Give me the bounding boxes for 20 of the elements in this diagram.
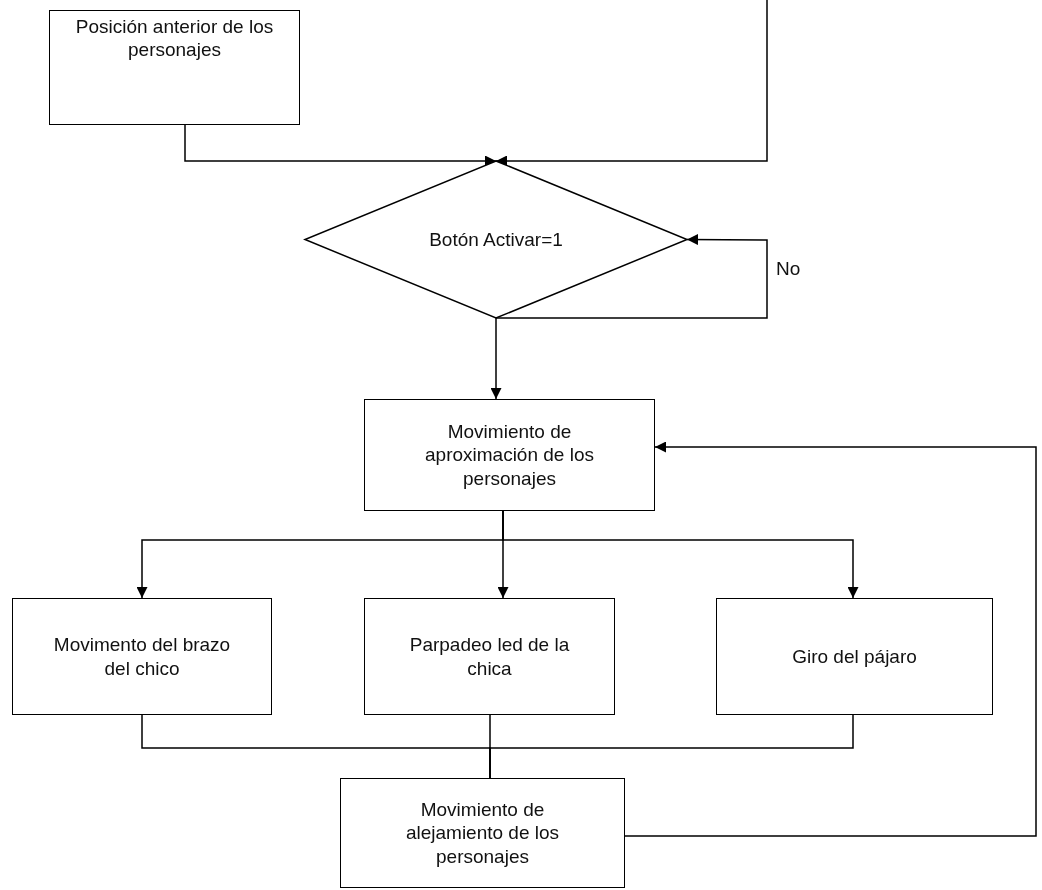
process-box — [716, 598, 993, 715]
node-text: Movimiento de aproximación de los personajes — [424, 420, 595, 490]
arrow — [502, 510, 859, 599]
arrow — [490, 317, 502, 400]
node-text: Giro del pájaro — [792, 644, 917, 669]
process-box — [12, 598, 272, 715]
process-box — [364, 598, 615, 715]
arrow — [624, 441, 1037, 837]
connector-line — [489, 714, 854, 779]
arrow — [495, 234, 768, 319]
node-text: Parpadeo led de la chica — [409, 633, 570, 680]
node-text: Movimento del brazo del chico — [52, 633, 232, 680]
arrow — [495, 0, 768, 167]
node-text: Posición anterior de los personajes — [74, 15, 275, 62]
process-box — [364, 399, 655, 511]
process-box — [340, 778, 625, 888]
process-box — [49, 10, 300, 125]
node-text: Botón Activar=1 — [429, 227, 563, 252]
node-text: Movimiento de alejamiento de los personajes — [404, 798, 561, 868]
arrow — [184, 124, 497, 167]
